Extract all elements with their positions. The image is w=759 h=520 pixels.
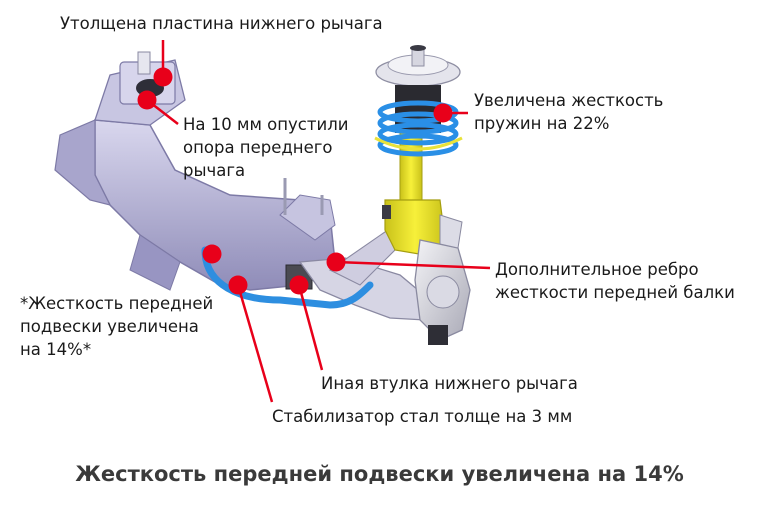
subframe xyxy=(54,51,336,291)
label-spring-rate: Увеличена жесткость пружин на 22% xyxy=(474,91,664,133)
label-lower-arm-bushing: Иная втулка нижнего рычага xyxy=(321,374,578,393)
label-crossmember-rib: Дополнительное ребро жесткости передней … xyxy=(495,260,735,302)
marker-front-arm-mount xyxy=(137,90,157,110)
marker-stabilizer xyxy=(228,275,248,295)
marker-lower-arm-plate xyxy=(153,67,173,87)
marker-crossmember-rib xyxy=(326,252,346,272)
label-front-stiffness: *Жесткость передней подвески увеличена н… xyxy=(20,294,214,359)
label-lower-arm-plate: Утолщена пластина нижнего рычага xyxy=(60,14,383,33)
leader-line xyxy=(236,284,274,403)
caption: Жесткость передней подвески увеличена на… xyxy=(75,462,684,486)
leader-line xyxy=(335,260,491,270)
marker-spring xyxy=(433,103,453,123)
leader-lines xyxy=(146,40,491,403)
marker-front-stiffness xyxy=(202,244,222,264)
callout-markers xyxy=(137,67,453,295)
marker-lower-arm-bushing xyxy=(289,275,309,295)
stabilizer-bar xyxy=(201,246,374,309)
strut-assembly xyxy=(374,45,463,256)
label-stabilizer: Стабилизатор стал толще на 3 мм xyxy=(272,407,573,426)
leader-line xyxy=(297,284,324,371)
label-front-arm-mount: На 10 мм опустили опора переднего рычага xyxy=(183,115,349,180)
